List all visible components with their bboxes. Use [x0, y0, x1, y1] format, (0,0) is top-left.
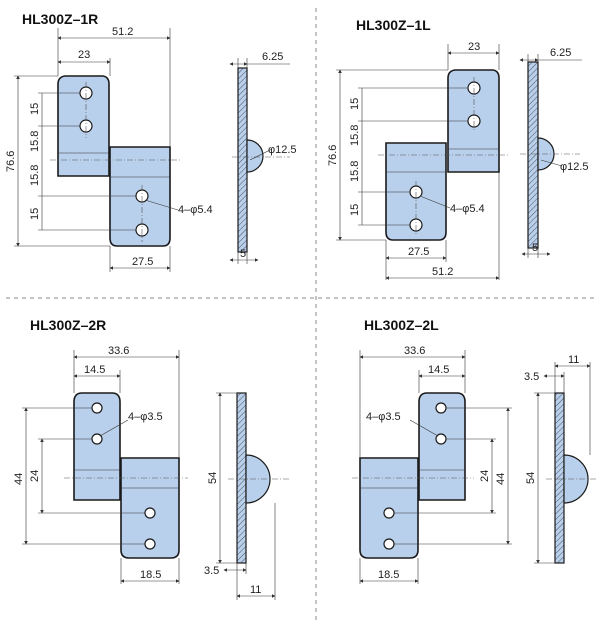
hole [144, 507, 156, 519]
dim-holes: 4–φ5.4 [450, 203, 485, 215]
dim-spacing-d: 15 [349, 204, 361, 216]
hole [383, 538, 395, 550]
drawing-hl300z-2r: HL300Z–2R 33.6 14.5 44 24 4–φ3.5 [13, 317, 290, 600]
dim-height: 44 [495, 473, 507, 485]
dim-spacing-c: 15.8 [29, 165, 41, 186]
dim-side-height: 54 [525, 472, 537, 484]
dim-height: 76.6 [5, 151, 17, 172]
side-view-1r [232, 67, 290, 253]
dim-side-thickness: 11 [250, 584, 261, 596]
knuckle [246, 139, 264, 173]
drawing-hl300z-1r: HL300Z–1R 51.2 23 76.6 [5, 11, 297, 272]
title-hl300z-2r: HL300Z–2R [30, 317, 106, 333]
dim-upper-width: 23 [78, 49, 90, 61]
title-hl300z-1r: HL300Z–1R [22, 11, 98, 27]
dim-upper-width: 14.5 [428, 364, 449, 376]
dim-side-thickness: 6.25 [262, 51, 283, 63]
dim-overall-width: 51.2 [432, 266, 453, 278]
dim-spacing-b: 15.8 [29, 131, 41, 152]
dim-holes: 4–φ5.4 [178, 204, 213, 216]
side-plate [554, 392, 565, 564]
hole [144, 538, 156, 550]
dim-overall-width: 33.6 [108, 345, 129, 357]
dim-side-thickness: 11 [568, 354, 579, 366]
dim-side-height: 54 [207, 472, 219, 484]
dim-side-base: 5 [240, 248, 246, 260]
side-view-2l [546, 392, 596, 564]
upper-leaf [418, 392, 466, 501]
dim-inner-height: 24 [479, 470, 491, 482]
dim-knuckle: φ12.5 [560, 161, 589, 173]
side-plate [236, 392, 247, 564]
dim-side-offset: 3.5 [524, 371, 539, 383]
title-hl300z-1l: HL300Z–1L [356, 17, 431, 33]
side-plate [527, 61, 539, 249]
side-plate [237, 67, 248, 253]
dim-side-thickness: 6.25 [550, 47, 571, 59]
dim-spacing-d: 15 [29, 208, 41, 220]
upper-leaf [73, 392, 121, 501]
dim-holes: 4–φ3.5 [128, 411, 163, 423]
dim-overall-width: 51.2 [112, 26, 133, 38]
front-view-1r [50, 75, 180, 247]
knuckle [245, 454, 271, 504]
side-view-1l [520, 61, 580, 249]
dim-overall-width: 33.6 [404, 345, 425, 357]
dim-spacing-a: 15 [349, 98, 361, 110]
knuckle [563, 454, 589, 504]
front-view-2r [64, 392, 188, 559]
dim-side-offset: 3.5 [204, 565, 219, 577]
front-view-1l [378, 69, 508, 241]
side-view-2r [228, 392, 290, 564]
dim-height: 76.6 [327, 145, 339, 166]
hole [383, 507, 395, 519]
dim-lower-width: 18.5 [378, 569, 399, 581]
dim-lower-width: 27.5 [132, 256, 153, 268]
dim-spacing-a: 15 [29, 103, 41, 115]
title-hl300z-2l: HL300Z–2L [364, 317, 439, 333]
dim-knuckle: φ12.5 [268, 144, 297, 156]
hole [435, 402, 447, 414]
dim-spacing-b: 15.8 [349, 125, 361, 146]
drawing-hl300z-2l: HL300Z–2L 33.6 14.5 44 24 4–φ3.5 [352, 317, 596, 584]
dim-holes: 4–φ3.5 [366, 411, 401, 423]
dim-upper-width: 23 [468, 41, 480, 53]
dim-height: 44 [13, 473, 25, 485]
dim-side-base: 5 [532, 242, 538, 254]
dim-lower-width: 27.5 [408, 246, 429, 258]
drawing-hl300z-1l: HL300Z–1L 23 76.6 15 15.8 15.8 [327, 17, 589, 280]
dim-upper-width: 14.5 [84, 364, 105, 376]
dim-inner-height: 24 [29, 470, 41, 482]
dim-lower-width: 18.5 [140, 569, 161, 581]
hole [91, 402, 103, 414]
dim-spacing-c: 15.8 [349, 161, 361, 182]
